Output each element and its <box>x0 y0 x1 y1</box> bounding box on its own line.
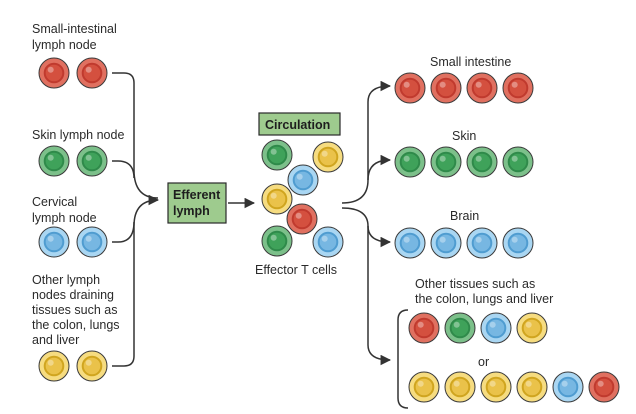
circulation-box <box>258 112 341 136</box>
t-cell-green <box>261 139 293 171</box>
destination-label-other-tissues: Other tissues such as the colon, lungs a… <box>415 277 553 306</box>
t-cell-red <box>430 72 462 104</box>
t-cell-blue <box>466 227 498 259</box>
t-cell-yellow <box>516 371 548 403</box>
source-label-skin: Skin lymph node <box>32 128 124 142</box>
t-cell-yellow <box>312 141 344 173</box>
destination-cells-small-intestine <box>394 72 534 104</box>
t-cell-blue <box>312 226 344 258</box>
destination-label-brain: Brain <box>450 209 479 223</box>
destination-cells-skin <box>394 146 534 178</box>
t-cell-blue <box>430 227 462 259</box>
source-label-other-lymph-nodes: Other lymph nodes draining tissues such … <box>32 273 123 347</box>
efferent-lymph-box <box>167 182 227 224</box>
t-cell-blue <box>76 226 108 258</box>
converge-line-cervical <box>112 221 135 243</box>
t-cell-green <box>261 225 293 257</box>
other-tissues-bracket <box>397 309 409 409</box>
t-cell-green <box>394 146 426 178</box>
t-cell-yellow <box>444 371 476 403</box>
alternative-cells <box>408 371 620 403</box>
t-cell-red <box>394 72 426 104</box>
destination-cells-brain <box>394 227 534 259</box>
t-cell-yellow <box>261 183 293 215</box>
circulation-label: Circulation <box>265 118 330 132</box>
destination-label-skin: Skin <box>452 129 476 143</box>
t-cell-red <box>408 312 440 344</box>
t-cell-yellow <box>76 350 108 382</box>
circulating-cells <box>261 139 344 258</box>
source-cells-other <box>38 350 108 382</box>
source-cells-skin <box>38 145 108 177</box>
t-cell-green <box>38 145 70 177</box>
diverge-line-skin <box>367 154 392 181</box>
converge-line-small-intestinal <box>112 72 159 199</box>
t-cell-green <box>444 312 476 344</box>
t-cell-green <box>466 146 498 178</box>
t-cell-green <box>76 145 108 177</box>
t-cell-yellow <box>38 350 70 382</box>
efferent-lymph-label: Efferent lymph <box>173 188 224 218</box>
source-cells-small-intestinal <box>38 57 108 89</box>
t-cell-blue <box>394 227 426 259</box>
effector-t-cells-caption: Effector T cells <box>255 263 337 277</box>
t-cell-red <box>286 203 318 235</box>
diverge-line-brain <box>341 207 392 248</box>
t-cell-red <box>38 57 70 89</box>
t-cell-blue <box>38 226 70 258</box>
or-label: or <box>478 355 489 369</box>
converge-line-skin <box>112 160 135 179</box>
source-cells-cervical <box>38 226 108 258</box>
source-label-small-intestinal: Small-intestinal lymph node <box>32 22 120 52</box>
t-cell-red <box>76 57 108 89</box>
converge-line-other <box>112 194 160 367</box>
t-cell-yellow <box>480 371 512 403</box>
t-cell-red <box>588 371 620 403</box>
diverge-line-small-intestine <box>341 80 392 204</box>
t-cell-red <box>502 72 534 104</box>
t-cell-blue <box>552 371 584 403</box>
diverge-line-other <box>367 226 392 366</box>
t-cell-blue <box>480 312 512 344</box>
t-cell-blue <box>502 227 534 259</box>
t-cell-yellow <box>516 312 548 344</box>
t-cell-green <box>502 146 534 178</box>
t-cell-green <box>430 146 462 178</box>
destination-label-small-intestine: Small intestine <box>430 55 511 69</box>
t-cell-red <box>466 72 498 104</box>
destination-cells-other-tissues <box>408 312 548 344</box>
t-cell-yellow <box>408 371 440 403</box>
t-cell-blue <box>287 164 319 196</box>
source-label-cervical: Cervical lymph node <box>32 195 97 225</box>
